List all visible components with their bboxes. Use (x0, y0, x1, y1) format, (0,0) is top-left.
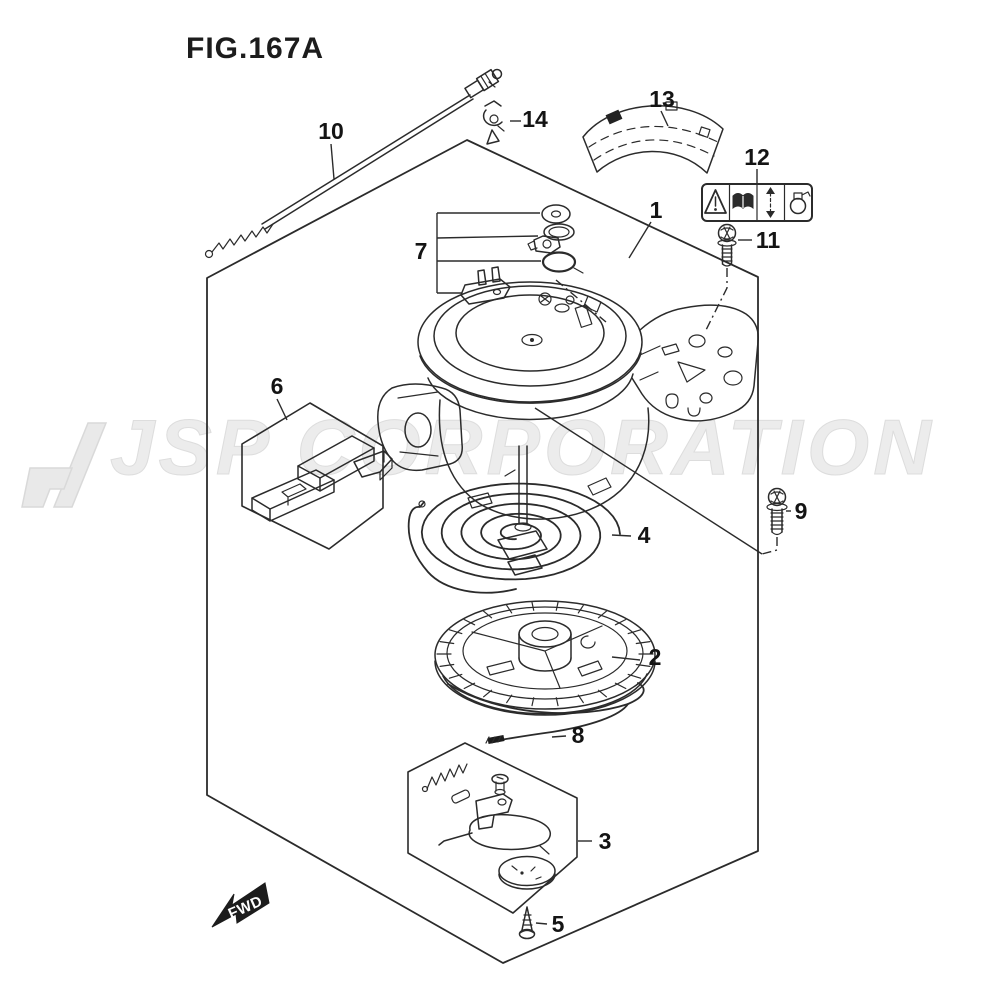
pawl-lever (475, 793, 513, 830)
part-13-decal (582, 101, 724, 174)
friction-spring (438, 813, 551, 855)
part-2-starter-reel (434, 600, 656, 716)
part-8-starter-rope (447, 682, 645, 744)
part-number-11: 11 (756, 227, 781, 253)
part-7-fastener-set (436, 204, 607, 328)
watermark-text: JSP CORPORATION (110, 403, 935, 491)
part-number-4: 4 (638, 522, 651, 548)
part-1-starter-case (377, 281, 759, 576)
part-number-2: 2 (649, 644, 662, 670)
part-number-8: 8 (572, 722, 585, 748)
rope-end (487, 735, 505, 744)
starter-handle (297, 435, 393, 492)
part-number-1: 1 (650, 197, 663, 223)
part-number-13: 13 (649, 86, 675, 112)
owners-manual-book-icon (732, 193, 754, 210)
part-number-6: 6 (271, 373, 284, 399)
watermark: JSP CORPORATION (21, 403, 935, 508)
part-number-5: 5 (552, 911, 565, 937)
part-12-caution-label (701, 183, 813, 222)
decal-dark-patch (605, 109, 623, 125)
part-number-7: 7 (415, 238, 428, 264)
warning-triangle-icon (704, 189, 727, 214)
part-number-10: 10 (318, 118, 344, 144)
watermark-logo (52, 422, 108, 508)
drive-plate (498, 855, 556, 890)
part-number-14: 14 (522, 106, 548, 132)
pawl-spring (421, 763, 468, 793)
part-6-handle-kit-box (241, 402, 393, 550)
figure-title: FIG.167A (186, 32, 324, 65)
watermark-logo-step (21, 467, 74, 508)
tilt-range-arrows-icon (766, 187, 775, 218)
part-5-screw (518, 906, 536, 940)
fwd-arrow: FWD (211, 882, 270, 928)
pawl-cap (491, 773, 509, 796)
leader-lines (276, 110, 791, 925)
leader-1 (628, 221, 652, 259)
part-10-cable (204, 68, 503, 259)
part-number-9: 9 (795, 498, 808, 524)
part-number-labels: 1 2 3 4 5 6 7 8 9 10 11 12 13 14 (271, 86, 808, 937)
fuel-oil-container-icon (789, 191, 811, 215)
part-11-bolt (704, 223, 737, 333)
part-number-3: 3 (599, 828, 612, 854)
part-9-bolt (534, 407, 788, 555)
diagram-boundary (206, 139, 759, 964)
pawl-pin (451, 789, 471, 804)
part-3-pawl-kit-box (407, 742, 578, 914)
part-number-12: 12 (744, 144, 770, 170)
reel-teeth (436, 601, 654, 707)
part-4-spiral-spring (407, 482, 621, 594)
part-14-cable-clamp (482, 100, 505, 145)
handle-anchor-bar (251, 469, 335, 522)
top-screws (538, 292, 570, 313)
